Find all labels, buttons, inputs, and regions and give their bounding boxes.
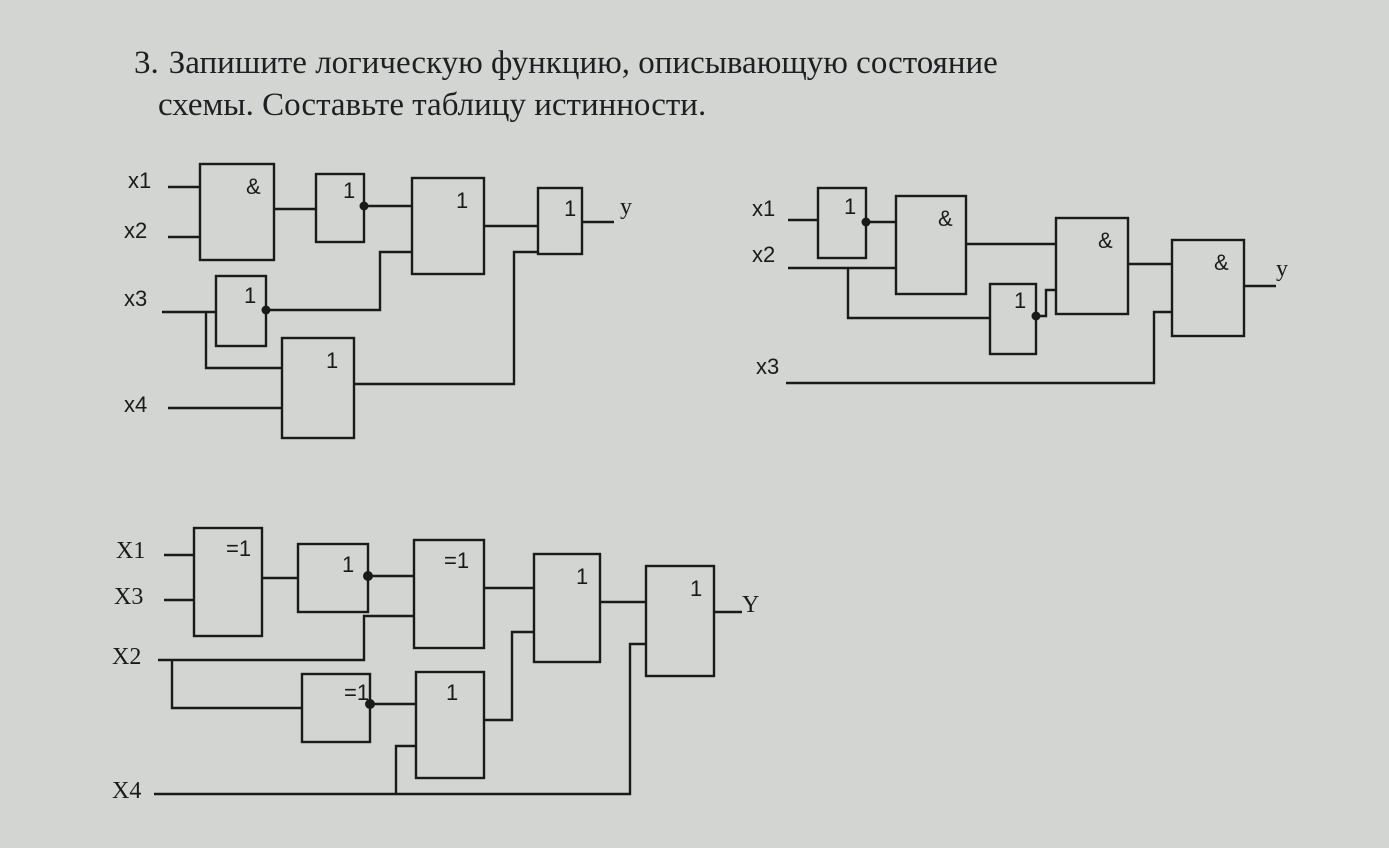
task-line-1: Запишите логическую функцию, описывающую… — [168, 45, 998, 81]
c3-gate-symbol-xor2: =1 — [444, 548, 469, 573]
c2-wire-x3 — [786, 310, 1172, 385]
c1-not-gate-2 — [536, 186, 584, 256]
c3-wire-x4 — [154, 642, 646, 796]
c3-input-label-x1: X1 — [116, 538, 145, 564]
circuit-1: & 1 1 1 1 1 x1 x2 x3 x4 y — [124, 162, 632, 440]
c2-not-gate-2 — [988, 282, 1038, 356]
task-line-2: схемы. Составьте таблицу истинности. — [158, 87, 707, 123]
c2-gate-symbol-and3: & — [1214, 250, 1229, 275]
c1-gate-symbol-not2: 1 — [564, 196, 576, 221]
c2-wire-x2 — [788, 266, 990, 320]
c2-gate-symbol-and1: & — [938, 206, 953, 231]
c3-gate-symbol-xor1: =1 — [226, 536, 251, 561]
c2-inversion-dot-2 — [1031, 311, 1041, 321]
c3-inversion-dot-2 — [365, 699, 375, 709]
c2-input-label-x2: x2 — [752, 242, 775, 267]
c3-wire-xor3-or1 — [484, 630, 534, 722]
c3-input-label-x3: X3 — [114, 584, 143, 610]
c1-or-gate-2 — [280, 336, 356, 440]
c3-xor-gate-2 — [412, 538, 486, 650]
c3-gate-symbol-not2: =1 — [344, 680, 369, 705]
c1-inversion-dot-1 — [359, 201, 369, 211]
c1-or-gate-1 — [410, 176, 486, 276]
c1-and-gate — [198, 162, 276, 262]
c3-or-gate-2 — [644, 564, 716, 678]
c1-wire-or2-out — [354, 250, 538, 386]
c3-wire-x2 — [158, 614, 414, 710]
circuit-2: 1 & 1 & & x1 x2 x3 y — [752, 186, 1288, 385]
c2-inversion-dot-1 — [861, 217, 871, 227]
c1-input-label-x3: x3 — [124, 286, 147, 311]
task-number: 3. — [134, 45, 159, 81]
c3-xor-gate-3 — [414, 670, 486, 780]
c3-gate-symbol-or2: 1 — [690, 576, 702, 601]
c1-gate-symbol-not3: 1 — [244, 283, 256, 308]
c2-input-label-x1: x1 — [752, 196, 775, 221]
c3-inversion-dot-1 — [363, 571, 373, 581]
c2-not-gate-1 — [816, 186, 868, 260]
c3-xor-gate-1 — [192, 526, 264, 638]
c3-or-gate-1 — [532, 552, 602, 664]
task-text: 3.Запишите логическую функцию, описывающ… — [134, 42, 998, 126]
c1-gate-symbol-and: & — [246, 174, 261, 199]
c1-input-label-x2: x2 — [124, 218, 147, 243]
c1-output-label: y — [620, 194, 632, 220]
c1-gate-symbol-or1: 1 — [456, 188, 468, 213]
c2-output-label: y — [1276, 256, 1288, 282]
c2-gate-symbol-not1: 1 — [844, 194, 856, 219]
c1-not-gate-1 — [314, 172, 366, 244]
c1-gate-symbol-or2: 1 — [326, 348, 338, 373]
c1-not-gate-3 — [214, 274, 268, 348]
c1-wire-not3-or — [266, 250, 412, 312]
c1-inversion-dot-2 — [261, 305, 271, 315]
c1-input-label-x4: x4 — [124, 392, 147, 417]
c2-and-gate-1 — [894, 194, 968, 296]
c2-and-gate-3 — [1170, 238, 1246, 338]
c1-wire-x3 — [162, 310, 282, 370]
c2-gate-symbol-not2: 1 — [1014, 288, 1026, 313]
circuit-3: =1 1 =1 1 1 =1 1 X1 X3 X2 X4 Y — [112, 526, 759, 804]
c3-input-label-x2: X2 — [112, 644, 141, 670]
c3-input-label-x4: X4 — [112, 778, 141, 804]
c3-gate-symbol-or1: 1 — [576, 564, 588, 589]
c3-output-label: Y — [742, 592, 759, 618]
c2-gate-symbol-and2: & — [1098, 228, 1113, 253]
c2-input-label-x3: x3 — [756, 354, 779, 379]
c3-not-gate-1 — [296, 542, 370, 614]
c2-wire-not2-and2 — [1036, 288, 1056, 318]
c3-gate-symbol-not1: 1 — [342, 552, 354, 577]
c1-gate-symbol-not1: 1 — [343, 178, 355, 203]
c3-gate-symbol-xor3: 1 — [446, 680, 458, 705]
c2-and-gate-2 — [1054, 216, 1130, 316]
c1-input-label-x1: x1 — [128, 168, 151, 193]
